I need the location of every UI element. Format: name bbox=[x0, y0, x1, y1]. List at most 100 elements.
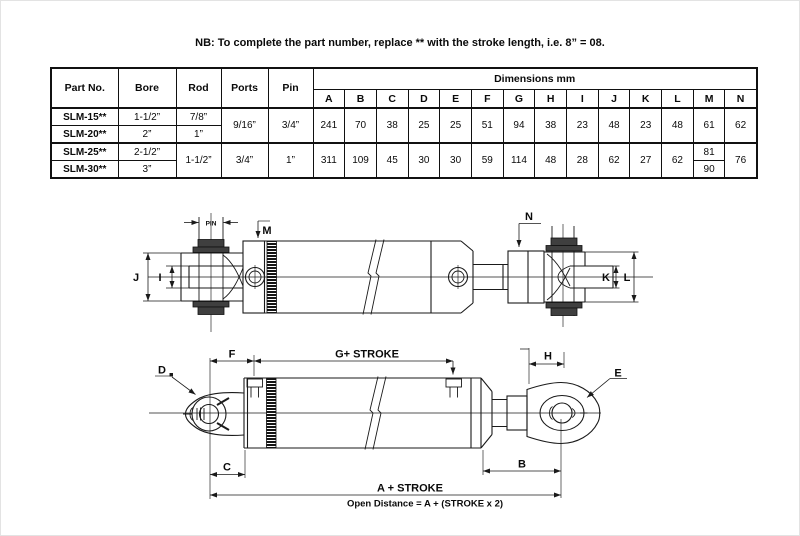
thread-band bbox=[266, 240, 277, 314]
thread-band bbox=[266, 377, 277, 449]
cell-part: SLM-30** bbox=[50, 160, 119, 179]
cell-dim: 241 bbox=[312, 107, 346, 144]
dim-letter: C bbox=[375, 89, 409, 109]
port-rod-end bbox=[445, 378, 462, 388]
cell-ports: 9/16” bbox=[220, 107, 269, 144]
cell-dim: 23 bbox=[629, 107, 663, 144]
dim-label-l: L bbox=[624, 272, 631, 284]
top-dimensions: J I PIN M N K L bbox=[133, 211, 639, 303]
th-part-no: Part No. bbox=[50, 67, 119, 109]
dim-letter: I bbox=[566, 89, 599, 109]
cap-end-eye bbox=[183, 392, 245, 436]
dim-letter: A bbox=[312, 89, 346, 109]
cell-dim: 27 bbox=[629, 142, 663, 179]
cell-dim: 61 bbox=[692, 107, 726, 144]
cell-bore: 2-1/2” bbox=[117, 142, 177, 161]
dim-letter: K bbox=[629, 89, 663, 109]
cell-dim-n: 76 bbox=[724, 142, 758, 179]
cell-dim: 51 bbox=[470, 107, 504, 144]
dim-letter: J bbox=[597, 89, 631, 109]
piston-rod bbox=[473, 263, 508, 291]
cell-dim: 38 bbox=[375, 107, 409, 144]
rod-and-rod-eye bbox=[492, 381, 601, 445]
cell-bore: 3” bbox=[117, 160, 177, 179]
cell-dim: 48 bbox=[597, 107, 631, 144]
dim-letter: D bbox=[407, 89, 441, 109]
cylinder-body bbox=[242, 239, 474, 315]
cell-rod: 7/8” bbox=[175, 107, 222, 126]
rod-end-head bbox=[460, 240, 474, 314]
dim-letter: F bbox=[470, 89, 504, 109]
dim-label-m: M bbox=[262, 225, 271, 237]
cylinder-drawings: J I PIN M N K L bbox=[133, 211, 653, 510]
cylinder-body bbox=[243, 376, 493, 450]
cell-dim: 114 bbox=[502, 142, 536, 179]
cell-dim: 38 bbox=[534, 107, 567, 144]
dim-label-d: D bbox=[158, 365, 166, 377]
cell-dim: 25 bbox=[439, 107, 472, 144]
cell-dim: 59 bbox=[470, 142, 504, 179]
dim-letter: N bbox=[724, 89, 758, 109]
break-lines bbox=[362, 239, 385, 315]
cell-dim-m: 81 bbox=[692, 142, 726, 161]
dim-label-a-stroke: A + STROKE bbox=[377, 483, 443, 495]
cell-rod: 1” bbox=[175, 125, 222, 144]
spec-table: Part No. Bore Rod Ports Pin Dimensions m… bbox=[50, 67, 758, 179]
dim-label-e: E bbox=[614, 368, 621, 380]
dim-letter: M bbox=[692, 89, 726, 109]
cell-ports: 3/4” bbox=[220, 142, 269, 179]
th-rod: Rod bbox=[175, 67, 222, 109]
cell-part: SLM-25** bbox=[50, 142, 119, 161]
cell-part: SLM-20** bbox=[50, 125, 119, 144]
th-pin: Pin bbox=[267, 67, 314, 109]
cell-pin: 3/4” bbox=[267, 107, 314, 144]
pin-cap-top bbox=[197, 239, 225, 248]
dim-label-f: F bbox=[229, 349, 236, 361]
open-distance-note: Open Distance = A + (STROKE x 2) bbox=[347, 499, 503, 510]
th-dimensions: Dimensions mm bbox=[312, 67, 758, 90]
bottom-dimensions: D F G+ STROKE H E C B A + STROKE Open Di… bbox=[155, 348, 627, 510]
cell-bore: 1-1/2” bbox=[117, 107, 177, 126]
dim-letter: G bbox=[502, 89, 536, 109]
eye-hole bbox=[198, 403, 220, 425]
dim-letter: E bbox=[439, 89, 472, 109]
dim-label-i: I bbox=[158, 272, 161, 284]
cell-dim: 30 bbox=[439, 142, 472, 179]
tube bbox=[264, 240, 461, 314]
cell-dim: 28 bbox=[566, 142, 599, 179]
cap-end-clevis bbox=[180, 217, 244, 315]
note-text: NB: To complete the part number, replace… bbox=[195, 37, 605, 49]
cell-dim: 109 bbox=[344, 142, 377, 179]
cell-dim: 25 bbox=[407, 107, 441, 144]
dim-label-j: J bbox=[133, 272, 139, 284]
th-bore: Bore bbox=[117, 67, 177, 109]
bottom-drawing: D F G+ STROKE H E C B A + STROKE Open Di… bbox=[149, 348, 627, 510]
cell-dim: 30 bbox=[407, 142, 441, 179]
cell-dim: 48 bbox=[661, 107, 694, 144]
dim-label-g-stroke: G+ STROKE bbox=[335, 349, 399, 361]
cell-dim: 94 bbox=[502, 107, 536, 144]
th-ports: Ports bbox=[220, 67, 269, 109]
cell-rod: 1-1/2” bbox=[175, 142, 222, 179]
cell-dim: 45 bbox=[375, 142, 409, 179]
cell-dim: 311 bbox=[312, 142, 346, 179]
dim-label-n: N bbox=[525, 211, 533, 223]
cell-dim: 62 bbox=[724, 107, 758, 144]
dim-letter: L bbox=[661, 89, 694, 109]
grease-fitting bbox=[183, 407, 205, 421]
dim-label-h: H bbox=[544, 351, 552, 363]
dim-letter: H bbox=[534, 89, 567, 109]
cell-dim: 23 bbox=[566, 107, 599, 144]
break-lines bbox=[364, 376, 387, 450]
dim-letter: B bbox=[344, 89, 377, 109]
rod-and-rod-clevis bbox=[473, 226, 614, 316]
cell-dim: 48 bbox=[534, 142, 567, 179]
cell-dim: 62 bbox=[661, 142, 694, 179]
cell-dim-m: 90 bbox=[692, 160, 726, 179]
dim-label-pin: PIN bbox=[206, 221, 217, 228]
top-drawing: J I PIN M N K L bbox=[133, 211, 653, 332]
dim-label-c: C bbox=[223, 462, 231, 474]
port-cap-end bbox=[244, 266, 266, 288]
cell-bore: 2” bbox=[117, 125, 177, 144]
